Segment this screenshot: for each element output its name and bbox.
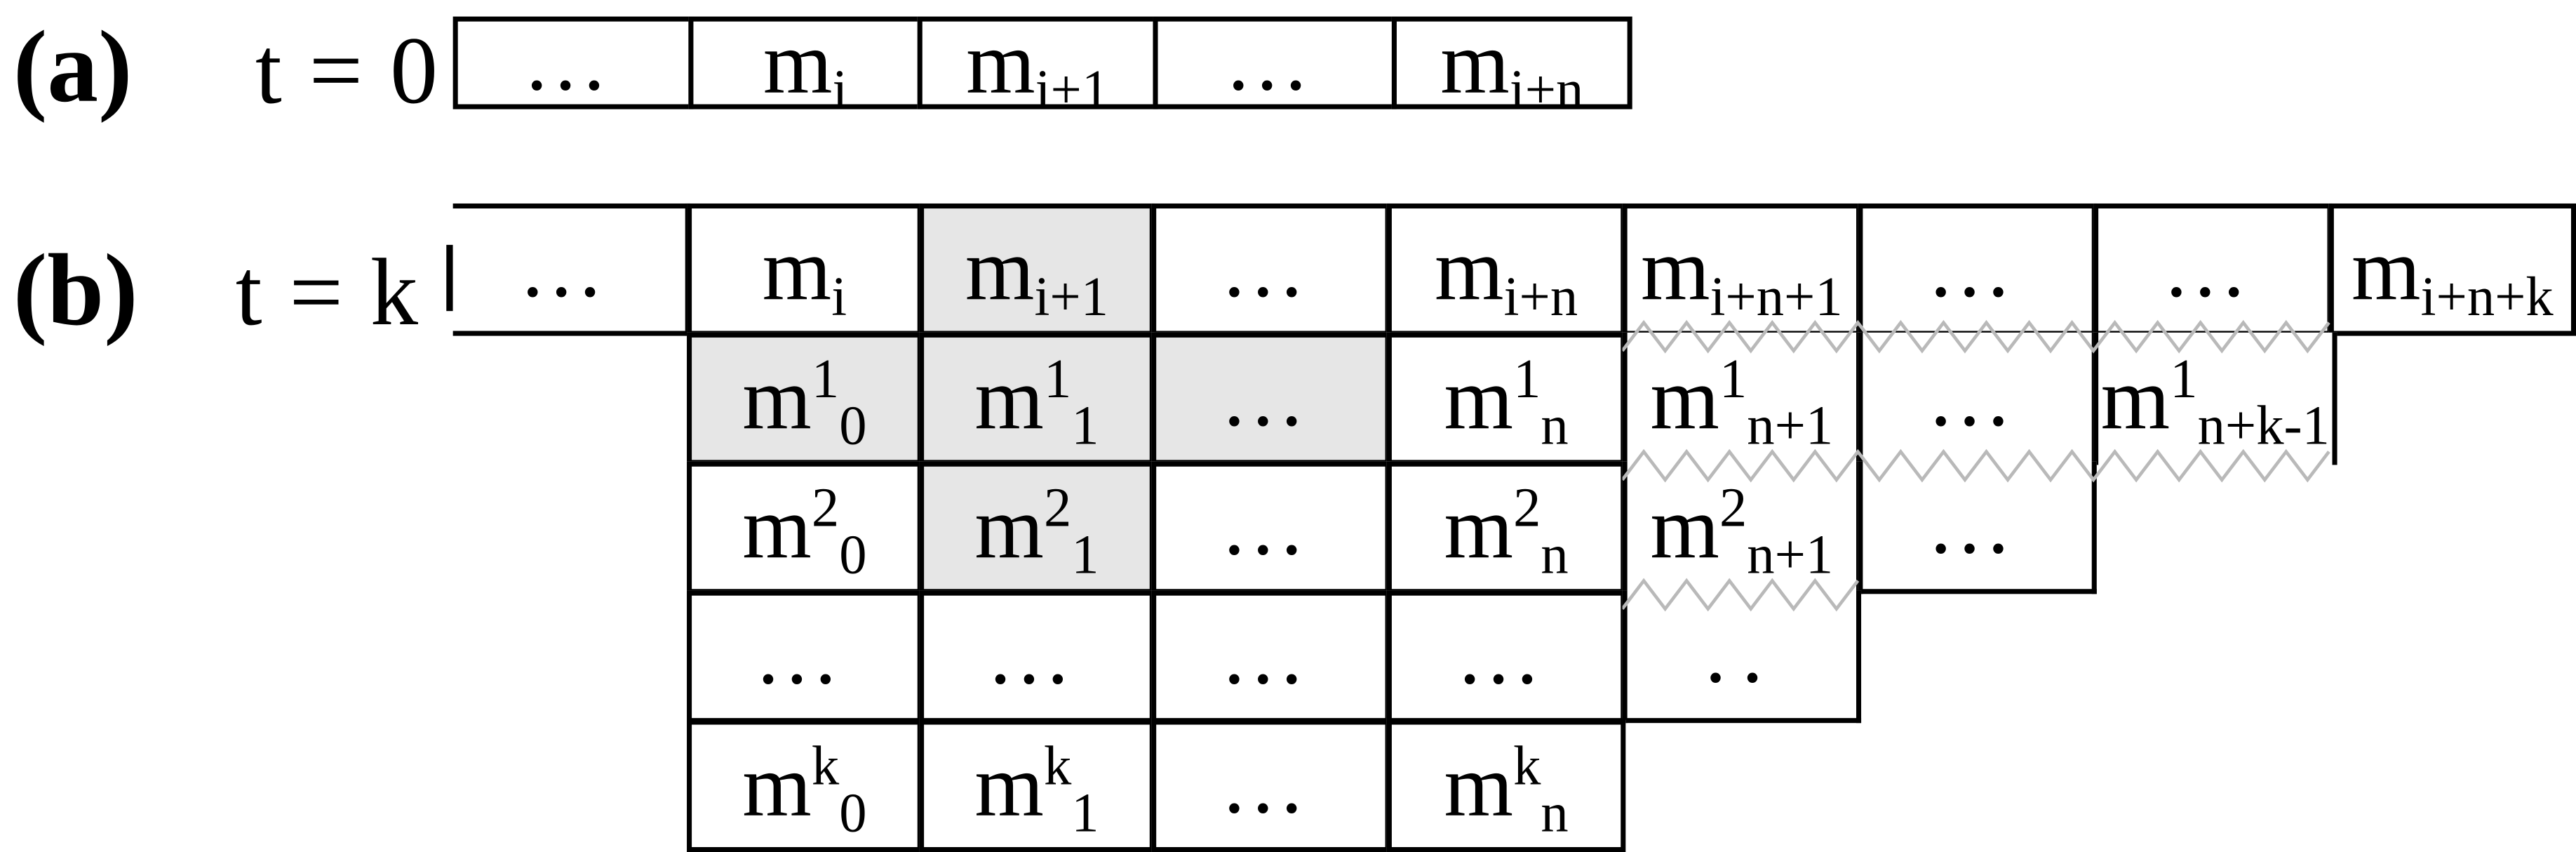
cell-b-r0-c1-label: mi: [762, 220, 847, 328]
cell-b-r1-c2: …: [1151, 332, 1390, 465]
cell-b-r4-c0: mk0: [687, 719, 923, 852]
cell-b-r3-c1-label: …: [986, 608, 1088, 703]
cell-b-r1-c6: m1n+k-1: [2093, 332, 2337, 465]
cell-b-r4-c1: mk1: [919, 719, 1155, 852]
cell-b-r4-c1-label: mk1: [974, 736, 1099, 845]
cell-b-r0-c4: mi+n: [1386, 203, 1626, 336]
cell-b-r4-c0-label: mk0: [742, 736, 867, 845]
cell-b-r2-c4: m2n+1: [1622, 461, 1862, 594]
cell-b-r3-c2-label: …: [1220, 608, 1322, 703]
cell-b-r1-c5-label: …: [1926, 350, 2028, 446]
cell-b-r1-c3: m1n: [1386, 332, 1626, 465]
cell-b-r0-c3-label: …: [1220, 221, 1322, 317]
cell-a-4-label: mi+n: [1440, 13, 1584, 121]
cell-b-r0-c8-label: mi+n+k: [2352, 220, 2554, 328]
cell-b-r3-c4: ..: [1622, 590, 1862, 724]
zigzag-edge-row0-bottom: [1622, 319, 2330, 354]
cell-b-r4-c3-label: mkn: [1444, 736, 1569, 845]
cell-b-r3-c0-label: …: [753, 608, 855, 703]
cell-b-r4-c3: mkn: [1386, 719, 1626, 852]
cell-b-r1-c2-label: …: [1220, 350, 1322, 446]
cell-b-r2-c5-label: …: [1926, 477, 2028, 572]
cell-b-r1-c5: …: [1858, 332, 2097, 465]
cell-b-r1-c6-label: m1n+k-1: [2100, 349, 2330, 458]
cell-b-r2-c5: …: [1858, 461, 2097, 594]
cell-b-r4-c2-label: …: [1220, 738, 1322, 832]
cell-a-3: …: [1153, 15, 1397, 109]
cell-a-0-label: …: [522, 15, 624, 109]
cell-b-r0-c5: mi+n+1: [1622, 203, 1862, 336]
cell-b-r2-c3: m2n: [1386, 461, 1626, 594]
cell-b-r3-c2: …: [1151, 590, 1390, 724]
panel-a-time-label: t = 0: [255, 16, 440, 124]
cell-b-r2-c1: m21: [919, 461, 1155, 594]
cell-b-r0-c1: mi: [687, 203, 923, 336]
cell-b-r0-c2-label: mi+1: [965, 220, 1109, 328]
cell-a-3-label: …: [1224, 15, 1326, 109]
cell-a-4: mi+n: [1391, 13, 1632, 121]
panel-b-time-label: t = k: [235, 238, 420, 346]
cell-b-r1-c0-label: m10: [742, 349, 867, 458]
cell-a-0: …: [452, 15, 694, 109]
cell-a-1: mi: [688, 13, 923, 121]
cell-b-r2-c2-label: …: [1220, 479, 1322, 575]
cell-b-r1-c1: m11: [919, 332, 1155, 465]
cell-b-r2-c2: …: [1151, 461, 1390, 594]
cell-a-2-label: mi+1: [966, 13, 1110, 121]
cell-b-r0-c4-label: mi+n: [1435, 220, 1578, 328]
cell-b-r1-c0: m10: [687, 332, 923, 465]
cell-b-r2-c3-label: m2n: [1444, 478, 1569, 587]
cell-b-r0-c6: …: [1858, 203, 2097, 336]
cell-b-r1-c1-label: m11: [974, 349, 1099, 458]
row-b-left-tick: [446, 244, 453, 312]
cell-b-r0-c3: …: [1151, 203, 1390, 336]
cell-b-r0-c5-label: mi+n+1: [1640, 220, 1843, 328]
cell-b-r2-c1-label: m21: [974, 478, 1099, 587]
zigzag-edge-row2-bottom: [1622, 578, 1860, 612]
cell-b-r0-c6-label: …: [1926, 221, 2028, 317]
cell-b-r1-c4: m1n+1: [1622, 332, 1862, 465]
cell-a-1-label: mi: [763, 13, 848, 121]
zigzag-edge-row1-bottom: [1622, 448, 2330, 483]
cell-b-r2-c0: m20: [687, 461, 923, 594]
cell-b-r3-c3-label: …: [1456, 608, 1557, 703]
cell-b-r3-c4-label: ..: [1705, 606, 1779, 701]
cell-a-2: mi+1: [917, 13, 1158, 121]
cell-b-r1-c3-label: m1n: [1444, 349, 1569, 458]
cell-b-r0-c7: …: [2093, 203, 2333, 336]
cell-b-r2-c4-label: m2n+1: [1650, 478, 1834, 587]
cell-b-r3-c3: …: [1386, 590, 1626, 724]
cell-b-r0-c0-label: …: [518, 221, 620, 317]
cell-b-r0-c8: mi+n+k: [2328, 203, 2576, 336]
cell-b-r1-c4-label: m1n+1: [1650, 349, 1834, 458]
cell-b-r0-c2: mi+1: [919, 203, 1155, 336]
cell-b-r3-c1: …: [919, 590, 1155, 724]
panel-b-tag: (b): [13, 234, 138, 348]
panel-a-tag: (a): [13, 11, 133, 124]
cell-b-r4-c2: …: [1151, 719, 1390, 852]
cell-b-r0-c0: …: [452, 203, 690, 336]
cell-b-r0-c7-label: …: [2162, 221, 2264, 317]
cell-b-r3-c0: …: [687, 590, 923, 724]
cell-b-r2-c0-label: m20: [742, 478, 867, 587]
